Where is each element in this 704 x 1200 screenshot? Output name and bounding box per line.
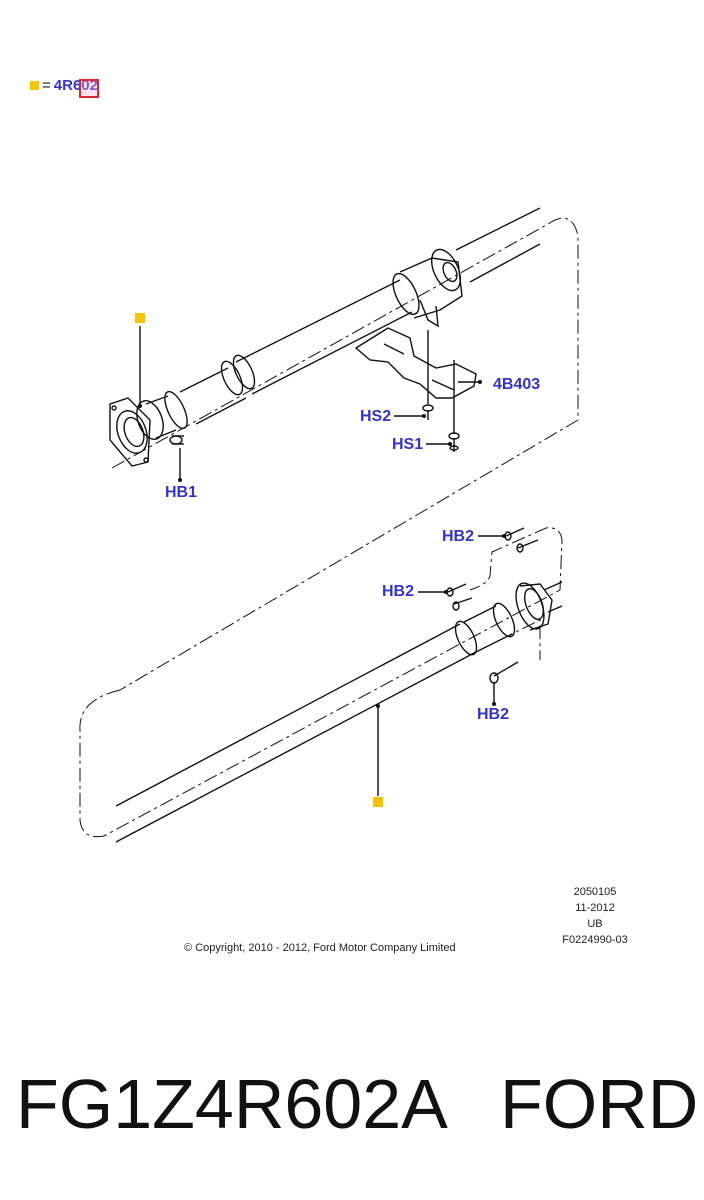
callout-hb2-mid[interactable]: HB2	[382, 583, 415, 600]
hb2-bolts-low	[489, 661, 519, 704]
meta-line-4: F0224990-03	[562, 934, 628, 946]
hb2-leader-box	[499, 619, 541, 660]
center-bracket	[354, 327, 477, 434]
driveshaft-diagram	[79, 207, 579, 843]
front-flange	[109, 397, 164, 467]
hb1-bolt	[169, 435, 184, 480]
legend-equals: =	[42, 76, 51, 94]
meta-line-2: 11-2012	[575, 902, 615, 914]
copyright-notice: © Copyright, 2010 - 2012, Ford Motor Com…	[184, 942, 456, 954]
meta-line-1: 2050105	[573, 886, 617, 898]
diagram-metadata: 2050105 11-2012 UB F0224990-03	[545, 884, 645, 948]
part-marker-lower	[373, 797, 383, 807]
callout-hs1[interactable]: HS1	[392, 436, 424, 453]
footer-part-number: FG1Z4R602A	[16, 1065, 448, 1143]
hb2-bolts-mid	[446, 583, 473, 611]
hb2-bolts-top	[504, 527, 539, 553]
callout-hs2[interactable]: HS2	[360, 408, 392, 425]
rear-shaft	[115, 581, 563, 843]
callout-hb1[interactable]: HB1	[165, 484, 198, 501]
assembly-boundary-lower	[79, 527, 563, 838]
legend: = 4R602	[30, 76, 99, 98]
assembly-boundary	[111, 217, 579, 691]
meta-line-3: UB	[587, 918, 603, 930]
callout-hb2-low[interactable]: HB2	[477, 706, 510, 723]
callout-hb2-top[interactable]: HB2	[442, 528, 475, 545]
legend-marker	[30, 80, 39, 90]
callout-4b403[interactable]: 4B403	[493, 376, 541, 393]
front-shaft	[145, 207, 541, 439]
part-marker-upper	[135, 313, 145, 323]
footer-brand: FORD	[500, 1065, 699, 1143]
legend-highlight-box	[79, 79, 99, 98]
hs1-bolt	[448, 432, 460, 452]
hs2-bolt	[422, 404, 434, 420]
